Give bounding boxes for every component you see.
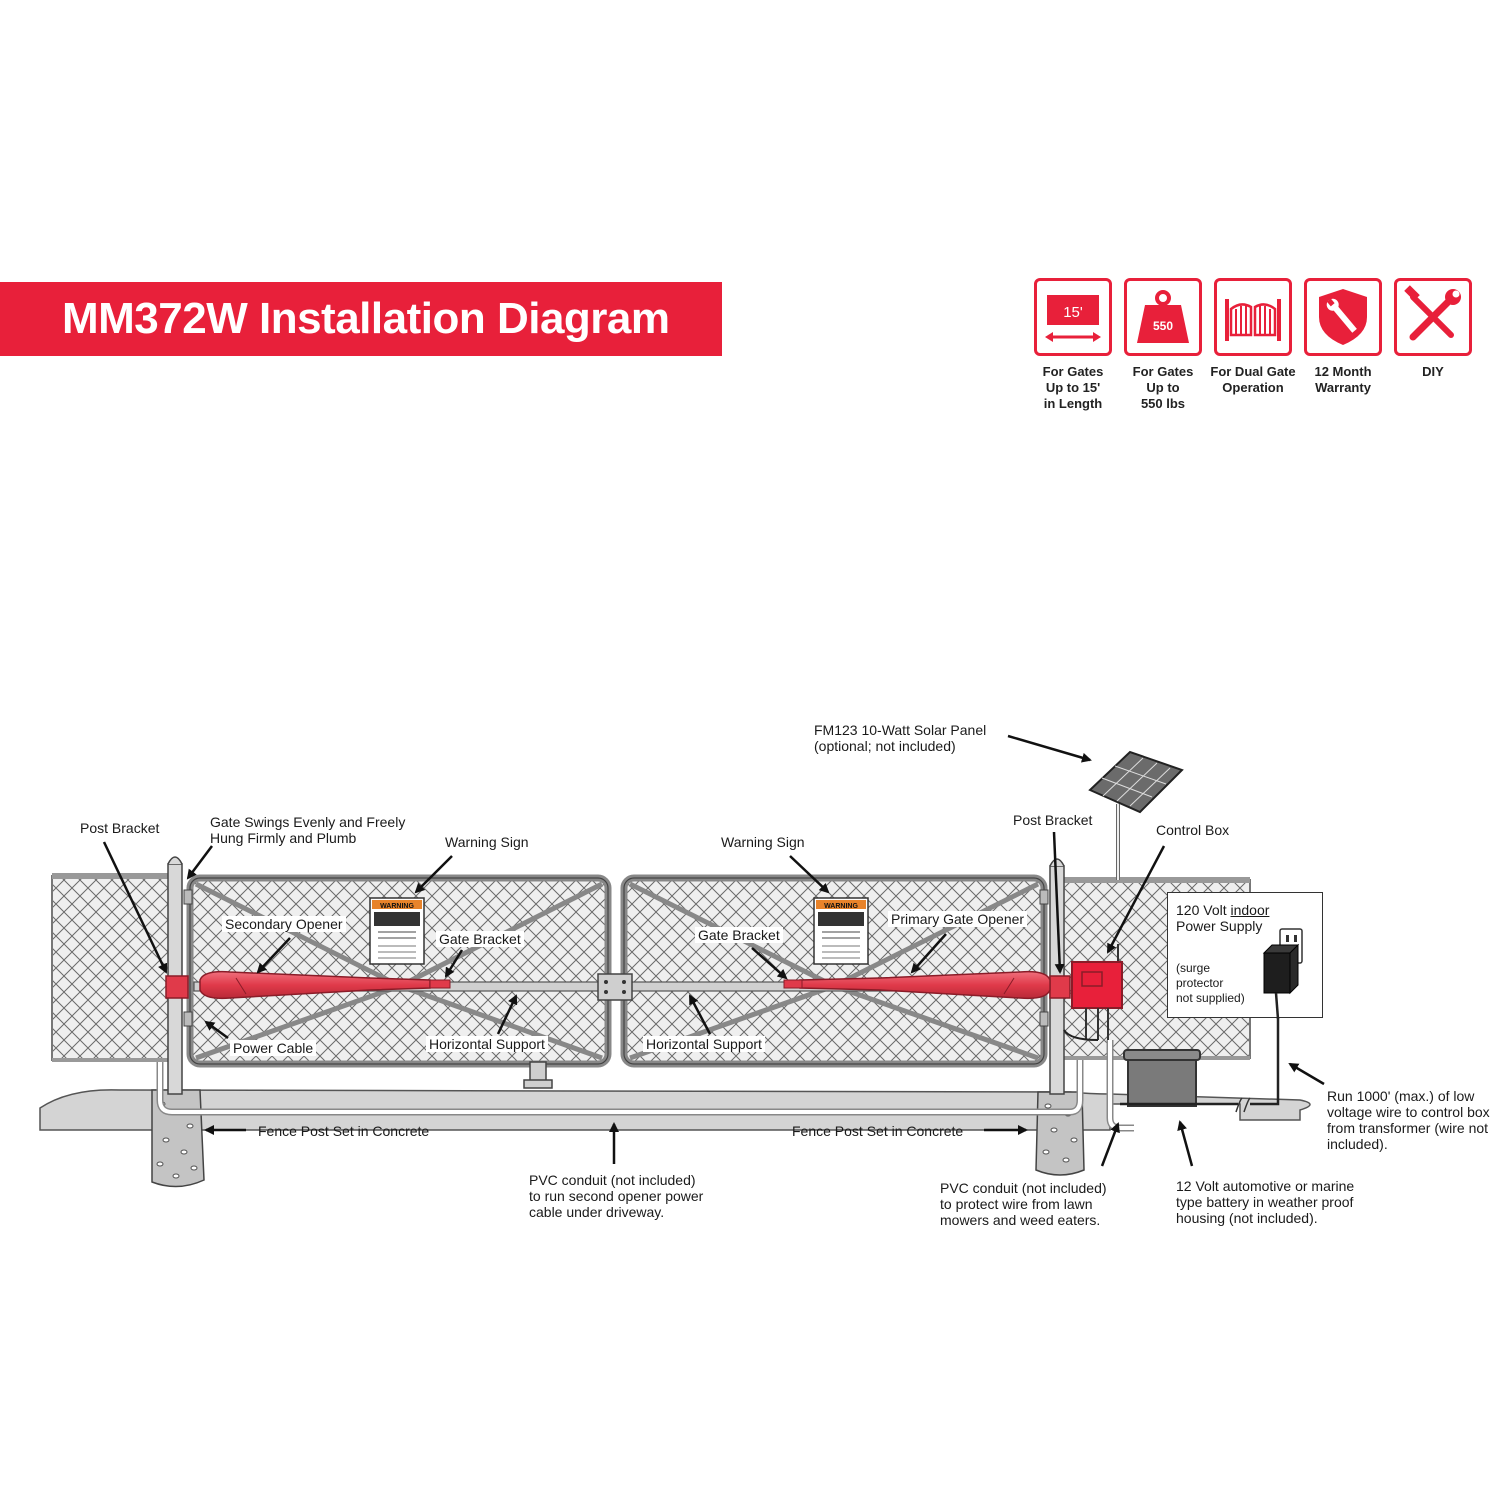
control-box (1071, 944, 1123, 1040)
power-supply-title: 120 Volt indoor Power Supply (1176, 902, 1269, 934)
feature-dual-gate: For Dual Gate Operation (1210, 278, 1296, 396)
power-supply-indoor: indoor (1230, 902, 1270, 918)
label-warning-sign-left: Warning Sign (445, 834, 529, 850)
label-battery: 12 Volt automotive or marine type batter… (1176, 1178, 1355, 1226)
title-model: MM372W (62, 294, 248, 343)
label-gate-bracket-right: Gate Bracket (695, 927, 783, 943)
feature-weight: 550 For Gates Up to 550 lbs (1124, 278, 1202, 412)
label-horizontal-support-left: Horizontal Support (426, 1036, 548, 1052)
title-banner: MM372W Installation Diagram (0, 282, 722, 356)
primary-gate-opener (783, 970, 1071, 1000)
power-supply-label: Power Supply (1176, 918, 1263, 934)
wall-outlet-transformer (1262, 928, 1303, 1019)
label-run-wire: Run 1000' (max.) of low voltage wire to … (1327, 1088, 1490, 1152)
warning-sign-header: WARNING (824, 903, 858, 910)
solar-panel (1088, 750, 1184, 880)
gate-length-value: 15' (1063, 304, 1083, 321)
warning-sign-left: WARNING (369, 897, 425, 965)
fence-panel-left (51, 875, 173, 1061)
feature-label: 12 Month Warranty (1314, 364, 1372, 395)
label-post-bracket-left: Post Bracket (80, 820, 160, 836)
label-fence-post-left: Fence Post Set in Concrete (258, 1123, 430, 1139)
warranty-shield-icon (1304, 278, 1382, 356)
low-voltage-wire (1120, 990, 1280, 1106)
label-horizontal-support-right: Horizontal Support (643, 1036, 765, 1052)
surge-protector-note: (surge protector not supplied) (1176, 961, 1245, 1005)
label-pvc-driveway: PVC conduit (not included) to run second… (529, 1172, 704, 1220)
diy-tools-icon (1394, 278, 1472, 356)
dual-gate-icon (1214, 278, 1292, 356)
gate-length-icon: 15' (1034, 278, 1112, 356)
label-primary-opener: Primary Gate Opener (888, 911, 1028, 927)
label-control-box: Control Box (1156, 822, 1230, 838)
label-gate-swings: Gate Swings Evenly and Freely Hung Firml… (210, 814, 406, 846)
label-warning-sign-right: Warning Sign (721, 834, 805, 850)
label-pvc-protect: PVC conduit (not included) to protect wi… (940, 1180, 1107, 1228)
power-supply-voltage: 120 Volt (1176, 902, 1231, 918)
weight-value: 550 (1153, 319, 1173, 333)
feature-gate-length: 15' For Gates Up to 15' in Length (1034, 278, 1112, 412)
feature-diy: DIY (1394, 278, 1472, 380)
feature-label: DIY (1422, 364, 1444, 379)
power-supply-box: 120 Volt indoor Power Supply (surge prot… (1167, 892, 1323, 1019)
warning-sign-right: WARNING (813, 897, 869, 965)
feature-label: For Dual Gate Operation (1210, 364, 1296, 395)
secondary-opener (165, 970, 451, 1000)
feature-label: For Gates Up to 15' in Length (1042, 364, 1104, 411)
battery-housing (1123, 1049, 1201, 1107)
title-text: Installation Diagram (258, 294, 670, 343)
label-fence-post-right: Fence Post Set in Concrete (792, 1123, 964, 1139)
label-secondary-opener: Secondary Opener (222, 916, 346, 932)
label-solar-panel: FM123 10-Watt Solar Panel (optional; not… (814, 722, 987, 754)
page-title: MM372W Installation Diagram (62, 282, 670, 356)
feature-label: For Gates Up to 550 lbs (1132, 364, 1194, 411)
label-post-bracket-right: Post Bracket (1013, 812, 1093, 828)
weight-icon: 550 (1124, 278, 1202, 356)
label-power-cable: Power Cable (230, 1040, 317, 1056)
feature-warranty: 12 Month Warranty (1304, 278, 1382, 396)
label-gate-bracket-left: Gate Bracket (436, 931, 524, 947)
gate-latch (597, 973, 633, 1001)
warning-sign-header: WARNING (380, 903, 414, 910)
